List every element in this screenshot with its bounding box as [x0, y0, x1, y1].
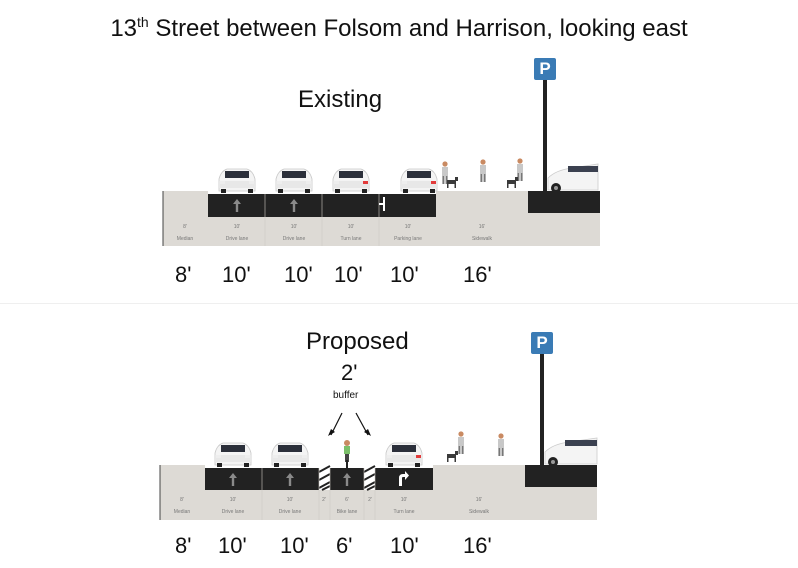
existing-sidewalk	[436, 191, 528, 246]
existing-dimension: 16'	[463, 262, 492, 287]
dog-icon	[507, 177, 518, 188]
existing-median-slab	[163, 191, 208, 246]
pedestrian-icon	[498, 433, 504, 456]
lane-name-label: Bike lane	[337, 509, 358, 515]
pedestrian-icon	[458, 431, 464, 454]
parking-sign-pole	[543, 78, 547, 192]
parking-sign-pole	[540, 352, 544, 465]
lane-name-label: Median	[174, 509, 191, 515]
lane-name-label: Parking lane	[394, 236, 422, 242]
existing-right-curbside	[528, 191, 600, 213]
car-icon	[214, 442, 252, 468]
existing-dimension: 8'	[175, 262, 192, 287]
right-turn-arrow-icon	[399, 471, 409, 486]
dog-icon	[447, 451, 458, 462]
lane-width-label: 2'	[368, 497, 372, 503]
proposed-lane-labels: 8' Median 10' Drive lane 10' Drive lane …	[174, 497, 490, 515]
lane-name-label: Turn lane	[394, 509, 415, 515]
proposed-dimension: 16'	[463, 533, 492, 558]
dog-icon	[447, 177, 458, 188]
lane-width-label: 10'	[234, 224, 241, 230]
buffer-right	[363, 465, 376, 491]
lane-width-label: 10'	[230, 497, 237, 503]
lane-width-label: 10'	[348, 224, 355, 230]
proposed-dimension: 6'	[336, 533, 353, 558]
proposed-median-slab	[160, 465, 205, 520]
proposed-cross-section: 8' Median 10' Drive lane 10' Drive lane …	[159, 352, 598, 520]
lane-name-label: Sidewalk	[472, 236, 493, 242]
lane-width-label: 2'	[322, 497, 326, 503]
lane-width-label: 10'	[405, 224, 412, 230]
proposed-dimension: 10'	[390, 533, 419, 558]
section-divider	[0, 303, 798, 304]
proposed-right-curbside	[525, 465, 597, 487]
title-number: 13	[110, 15, 138, 42]
diagram-title: 13th Street between Folsom and Harrison,…	[0, 14, 798, 43]
lane-width-label: 8'	[183, 224, 187, 230]
buffer-left	[318, 465, 331, 491]
proposed-sidewalk	[433, 465, 525, 520]
pedestrian-icon	[480, 159, 486, 182]
lane-width-label: 16'	[479, 224, 486, 230]
lane-name-label: Median	[177, 236, 194, 242]
existing-dimension: 10'	[334, 262, 363, 287]
existing-dimension: 10'	[222, 262, 251, 287]
car-icon	[271, 442, 309, 468]
proposed-dimension: 8'	[175, 533, 192, 558]
buffer-dimension: 2'	[341, 360, 358, 385]
lane-width-label: 6'	[345, 497, 349, 503]
lane-width-label: 10'	[401, 497, 408, 503]
existing-lane-labels: 8' Median 10' Drive lane 10' Drive lane …	[177, 224, 493, 242]
lane-width-label: 10'	[291, 224, 298, 230]
car-icon	[218, 168, 256, 194]
parking-sign-icon: P	[531, 332, 553, 354]
lane-name-label: Drive lane	[283, 236, 306, 242]
lane-width-label: 8'	[180, 497, 184, 503]
proposed-dimension: 10'	[218, 533, 247, 558]
lane-name-label: Sidewalk	[469, 509, 490, 515]
existing-dimension: 10'	[284, 262, 313, 287]
lane-name-label: Drive lane	[279, 509, 302, 515]
existing-label: Existing	[298, 86, 383, 113]
lane-width-label: 16'	[476, 497, 483, 503]
lane-name-label: Turn lane	[341, 236, 362, 242]
existing-dimension: 10'	[390, 262, 419, 287]
proposed-dimension: 10'	[280, 533, 309, 558]
proposed-label: Proposed	[306, 328, 409, 355]
title-text: Street between Folsom and Harrison, look…	[148, 15, 688, 42]
existing-cross-section: 8' Median 10' Drive lane 10' Drive lane …	[162, 78, 600, 246]
buffer-label: buffer	[333, 390, 359, 401]
car-icon	[275, 168, 313, 194]
title-superscript: th	[137, 14, 149, 30]
lane-width-label: 10'	[287, 497, 294, 503]
lane-name-label: Drive lane	[226, 236, 249, 242]
cyclist-icon	[344, 440, 350, 468]
lane-name-label: Drive lane	[222, 509, 245, 515]
parking-sign-icon: P	[534, 58, 556, 80]
